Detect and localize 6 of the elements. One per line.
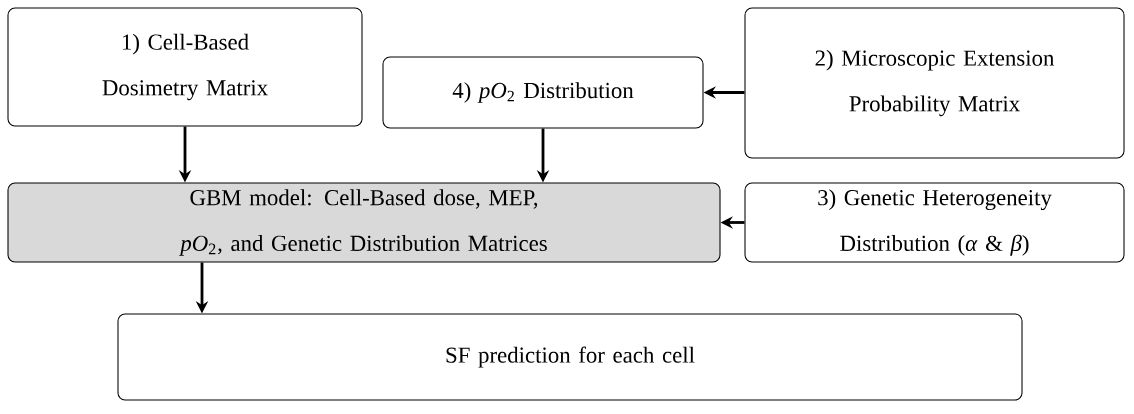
process-box: 2) Microscopic Extension Probability Matrix [744, 7, 1125, 159]
process-box: 1) Cell-Based Dosimetry Matrix [7, 7, 363, 127]
process-box: 3) Genetic Heterogeneity Distribution (α & β) [744, 182, 1125, 263]
model-box: GBM model: Cell-Based dose, MEP, pO$_{2}$, and Genetic Distribution Matrices [7, 182, 721, 263]
process-box: 4) pO$_{2}$ Distribution [382, 56, 704, 129]
process-box: SF prediction for each cell [117, 313, 1023, 401]
